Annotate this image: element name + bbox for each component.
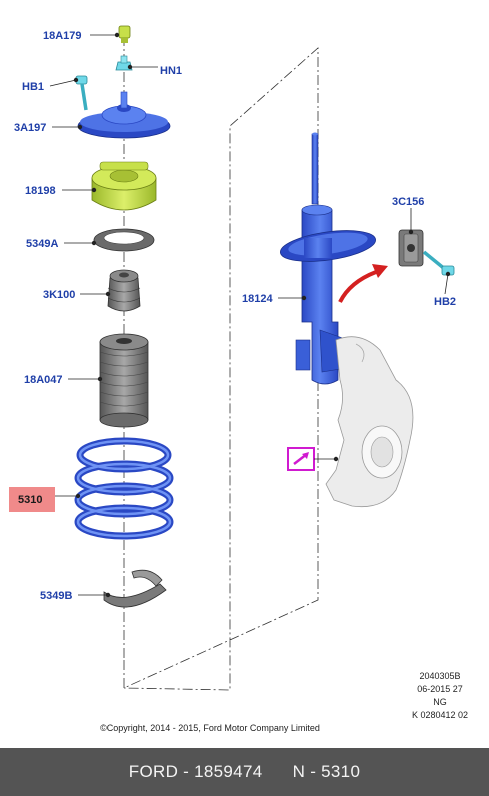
date-code: 06-2015 27	[417, 684, 463, 694]
bump-stop-part	[107, 269, 141, 312]
label-3C156: 3C156	[392, 196, 424, 208]
steering-knuckle-part	[325, 336, 414, 508]
label-HB1: HB1	[22, 81, 44, 93]
detail-callout-icon	[287, 447, 315, 471]
region-code: NG	[433, 697, 447, 707]
k-code: K 0280412 02	[411, 710, 469, 720]
lower-spring-seat-part	[103, 569, 167, 608]
footer-n-code: N - 5310	[292, 762, 361, 781]
label-5349A: 5349A	[26, 238, 58, 250]
label-3A197: 3A197	[14, 122, 46, 134]
dust-boot-part	[99, 333, 149, 428]
footer-part-number: FORD - 1859474	[128, 762, 263, 781]
footer-bar: FORD - 1859474 N - 5310	[0, 748, 489, 796]
label-18198: 18198	[25, 185, 56, 197]
footer-spacer	[262, 762, 292, 782]
direction-arrow-icon	[338, 264, 388, 303]
label-18124: 18124	[242, 293, 273, 305]
exploded-parts-diagram: 18A179 HN1 HB1 3A197 18198 5349A 3K100 1…	[9, 25, 456, 691]
label-18A179: 18A179	[43, 30, 82, 42]
part-highlight-box	[9, 487, 55, 512]
label-HB2: HB2	[434, 296, 456, 308]
bracket-part	[398, 229, 424, 267]
label-5310: 5310	[18, 494, 42, 506]
leader-lines	[49, 32, 451, 598]
ref-code: 2040305B	[419, 671, 461, 681]
hb1-bolt-part	[75, 75, 88, 111]
label-18A047: 18A047	[24, 374, 63, 386]
diagram-reference-block: 2040305B 06-2015 27 NG K 0280412 02	[396, 670, 484, 722]
top-mount-part	[77, 91, 171, 139]
hb2-bolt-part	[422, 250, 455, 276]
label-HN1: HN1	[160, 65, 182, 77]
top-nut-part	[118, 25, 131, 43]
label-3K100: 3K100	[43, 289, 75, 301]
copyright-text: ©Copyright, 2014 - 2015, Ford Motor Comp…	[100, 723, 320, 733]
strut-frame-line	[123, 47, 319, 691]
label-5349B: 5349B	[40, 590, 72, 602]
hn1-nut-part	[115, 55, 133, 71]
coil-spring-part	[74, 437, 174, 540]
strut-bearing-part	[91, 161, 157, 211]
upper-spring-seat-part	[93, 228, 155, 252]
